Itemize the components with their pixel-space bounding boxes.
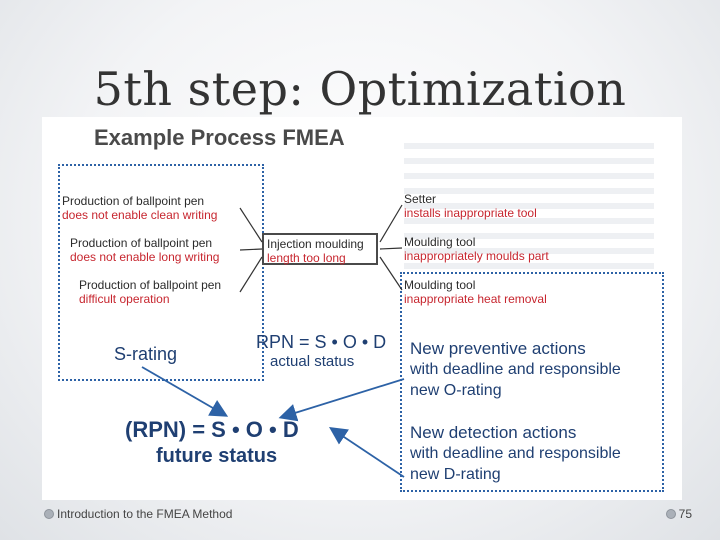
background-table-watermark xyxy=(364,122,682,322)
figure-heading: Example Process FMEA xyxy=(94,125,345,150)
arrow-o-rating xyxy=(278,378,405,422)
detection-actions-rating: new D-rating xyxy=(410,466,501,483)
detection-actions-detail: with deadline and responsible xyxy=(410,445,621,462)
cause-item-3-title: Moulding tool xyxy=(404,278,476,292)
failure-mode-failure: length too long xyxy=(267,251,346,265)
preventive-actions-rating: new O-rating xyxy=(410,382,502,399)
slide-title: 5th step: Optimization xyxy=(93,62,627,116)
cause-item-2-title: Moulding tool xyxy=(404,235,476,249)
connector-effect-3 xyxy=(239,256,263,293)
preventive-actions-title: New preventive actions xyxy=(410,339,586,358)
s-rating-label: S-rating xyxy=(114,344,178,364)
bullet-dot-icon xyxy=(665,509,676,519)
footer-left-text: Introduction to the FMEA Method xyxy=(57,507,233,521)
cause-item-1-title: Setter xyxy=(404,192,437,206)
connector-effect-1 xyxy=(239,207,263,243)
cause-item-1-failure: installs inappropriate tool xyxy=(404,206,537,220)
rpn-future-formula: (RPN) = S • O • D xyxy=(125,417,299,442)
effect-item-1-failure: does not enable clean writing xyxy=(62,208,218,222)
detection-actions: New detection actions with deadline and … xyxy=(410,422,621,485)
connector-cause-2 xyxy=(379,247,403,250)
bullet-dot-icon xyxy=(44,509,54,519)
footer-left: Introduction to the FMEA Method xyxy=(44,507,232,521)
effect-item-2-title: Production of ballpoint pen xyxy=(70,236,213,250)
effect-item-3: Production of ballpoint pen difficult op… xyxy=(79,278,221,306)
failure-mode-title: Injection moulding xyxy=(267,237,364,251)
rpn-future-label: future status xyxy=(156,445,278,467)
failure-mode-box: Injection moulding length too long xyxy=(262,233,378,265)
effect-item-2-failure: does not enable long writing xyxy=(70,250,220,264)
effect-item-1: Production of ballpoint pen does not ena… xyxy=(62,194,217,222)
arrow-d-rating xyxy=(329,427,405,478)
effect-item-2: Production of ballpoint pen does not ena… xyxy=(70,236,219,264)
footer-right: 75 xyxy=(665,507,692,521)
connector-cause-1 xyxy=(379,204,403,243)
cause-item-3: Moulding tool inappropriate heat removal xyxy=(404,278,547,306)
preventive-actions-detail: with deadline and responsible xyxy=(410,361,621,378)
connector-effect-2 xyxy=(239,248,263,251)
failure-effects-box xyxy=(58,164,264,381)
fmea-figure: Example Process FMEA Production of ballp… xyxy=(42,117,682,500)
cause-item-2: Moulding tool inappropriately moulds par… xyxy=(404,235,549,263)
effect-item-1-title: Production of ballpoint pen xyxy=(62,194,205,208)
page-number: 75 xyxy=(678,507,692,521)
effect-item-3-title: Production of ballpoint pen xyxy=(79,278,222,292)
cause-item-3-failure: inappropriate heat removal xyxy=(404,292,547,306)
preventive-actions: New preventive actions with deadline and… xyxy=(410,338,621,401)
rpn-actual-label: actual status xyxy=(270,353,355,370)
effect-item-3-failure: difficult operation xyxy=(79,292,170,306)
rpn-actual-formula: RPN = S • O • D xyxy=(256,332,387,352)
cause-item-1: Setter installs inappropriate tool xyxy=(404,192,537,220)
arrow-s-rating xyxy=(141,366,229,417)
detection-actions-title: New detection actions xyxy=(410,423,577,442)
connector-arrows xyxy=(141,204,405,478)
connector-cause-3 xyxy=(379,256,403,291)
causes-actions-box xyxy=(400,272,664,492)
cause-item-2-failure: inappropriately moulds part xyxy=(404,249,549,263)
